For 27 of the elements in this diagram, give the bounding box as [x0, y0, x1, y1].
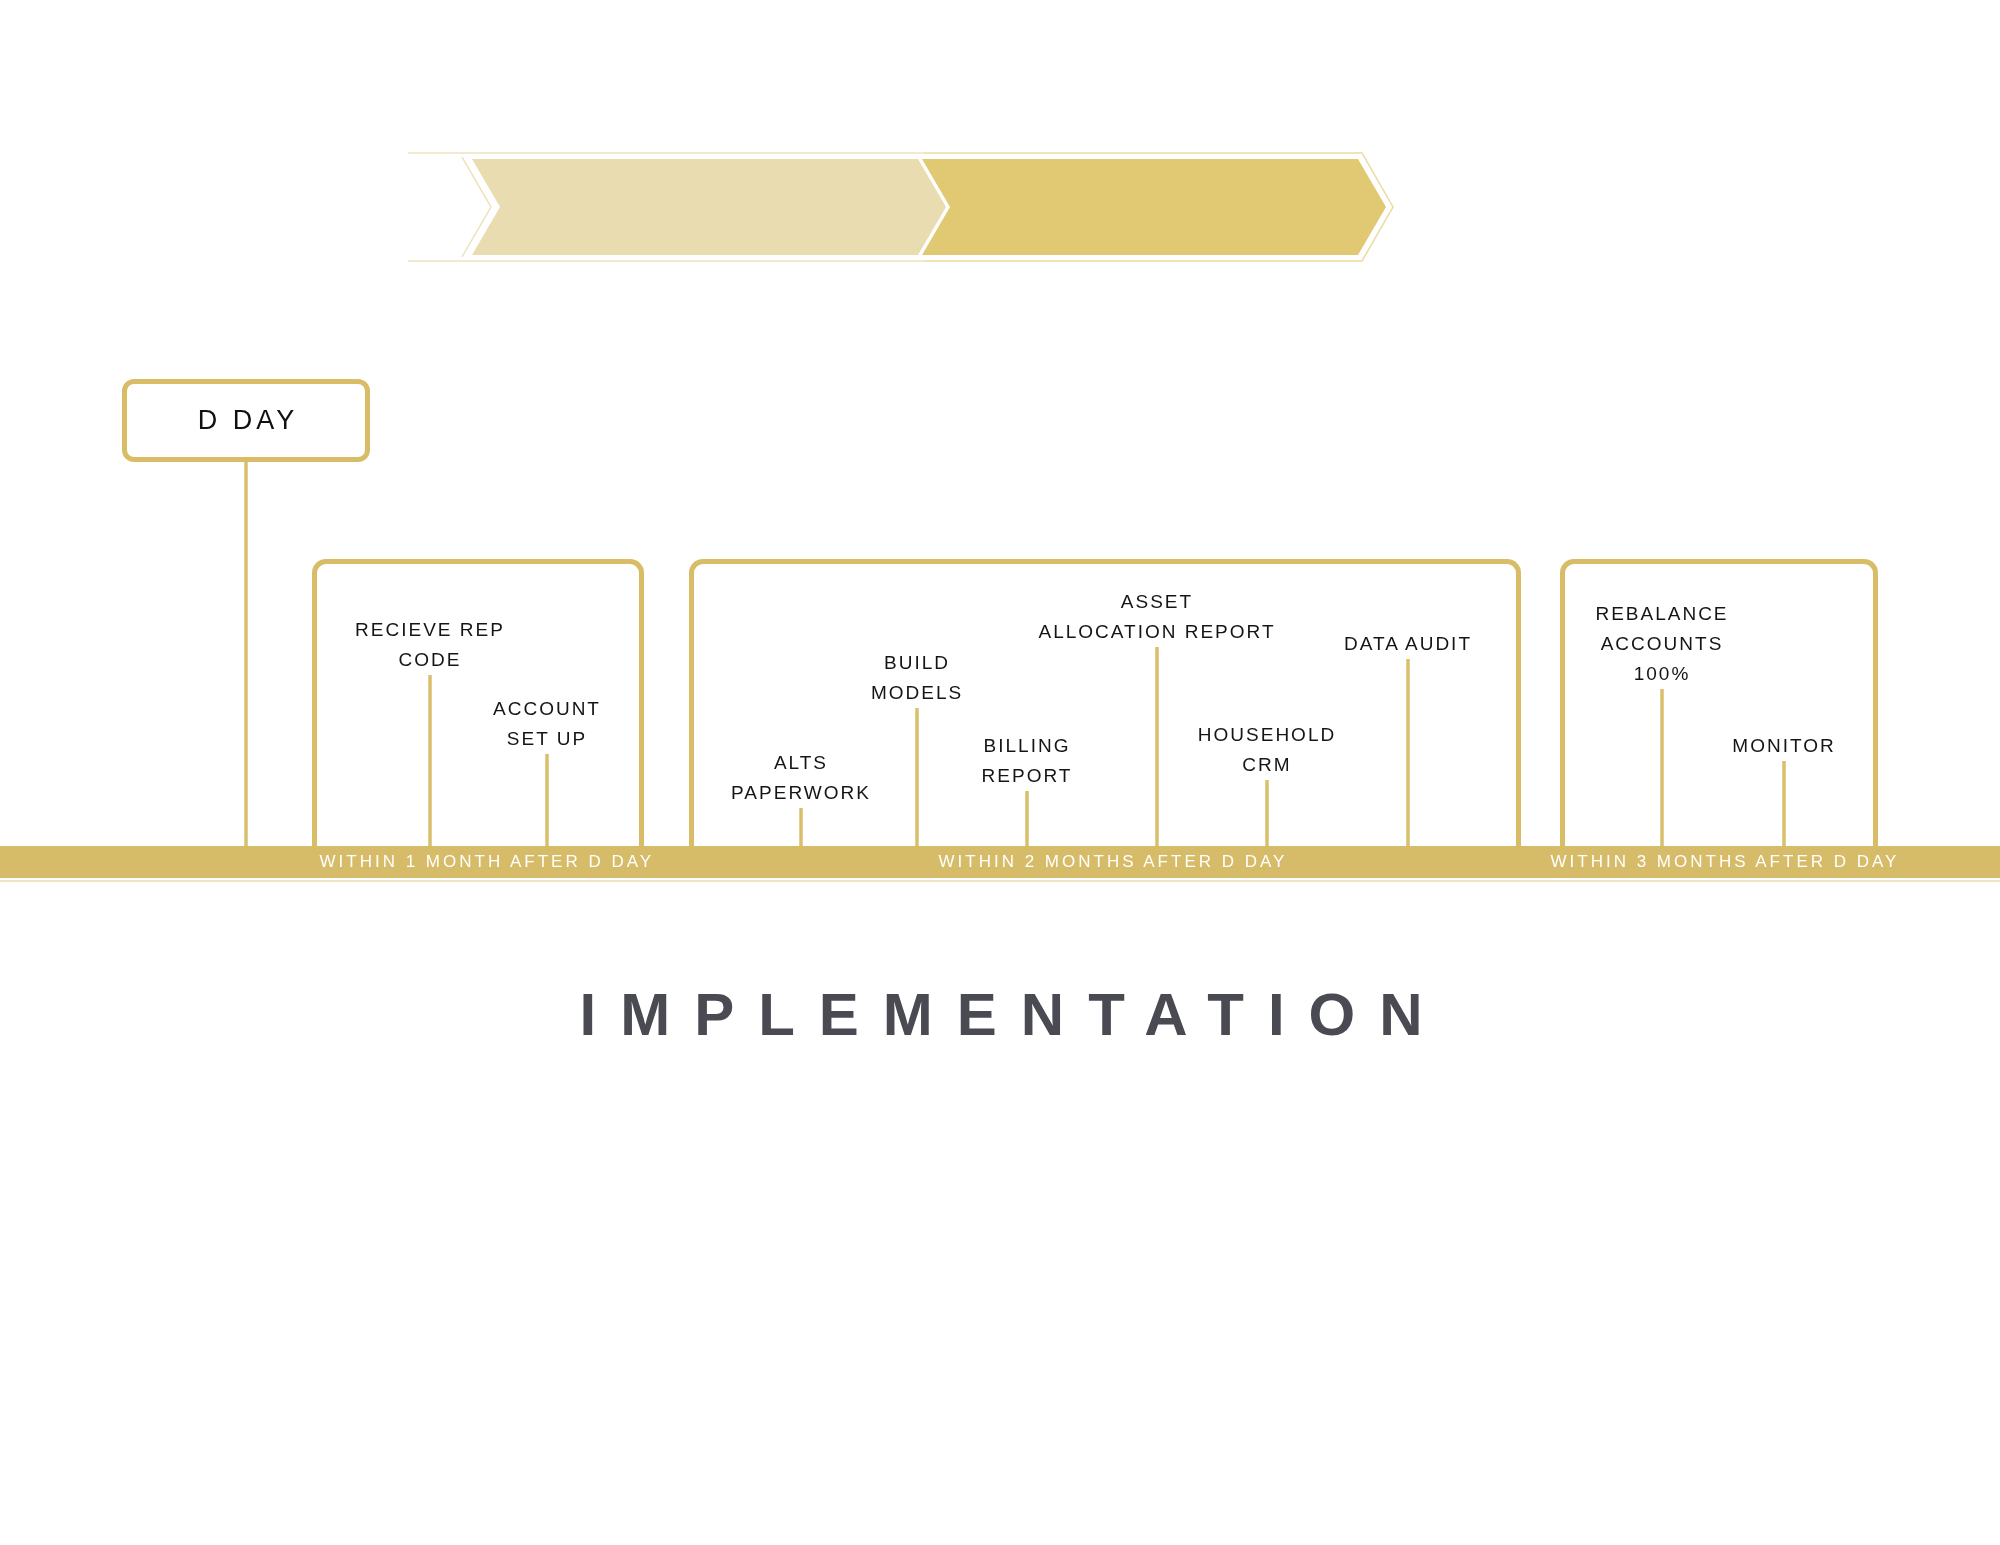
- leader-line: [1660, 689, 1664, 846]
- leader-line: [1155, 647, 1159, 846]
- task-label: DATA AUDIT: [1343, 629, 1473, 659]
- leader-line: [244, 462, 248, 846]
- period-label: WITHIN 2 MONTHS AFTER D DAY: [938, 851, 1288, 873]
- leader-line: [428, 675, 432, 846]
- task-label: RECIEVE REP CODE: [354, 615, 506, 675]
- leader-line: [1782, 761, 1786, 846]
- leader-line: [545, 754, 549, 846]
- leader-line: [799, 808, 803, 846]
- leader-line: [915, 708, 919, 846]
- leader-line: [1025, 791, 1029, 846]
- period-label: WITHIN 3 MONTHS AFTER D DAY: [1550, 851, 1900, 873]
- milestone-box: D DAY: [122, 379, 370, 462]
- task-label: REBALANCE ACCOUNTS 100%: [1594, 599, 1730, 689]
- task-label: MONITOR: [1731, 731, 1837, 761]
- task-label: ASSET ALLOCATION REPORT: [1037, 587, 1277, 647]
- task-label: HOUSEHOLD CRM: [1197, 720, 1337, 780]
- task-label: ACCOUNT SET UP: [492, 694, 602, 754]
- task-label: BUILD MODELS: [870, 648, 964, 708]
- timeline-bar: [0, 846, 2000, 882]
- period-label: WITHIN 1 MONTH AFTER D DAY: [319, 851, 655, 873]
- leader-line: [1265, 780, 1269, 846]
- task-label: BILLING REPORT: [981, 731, 1073, 791]
- leader-line: [1406, 659, 1410, 846]
- page-title: IMPLEMENTATION: [579, 980, 1447, 1050]
- task-label: ALTS PAPERWORK: [730, 748, 872, 808]
